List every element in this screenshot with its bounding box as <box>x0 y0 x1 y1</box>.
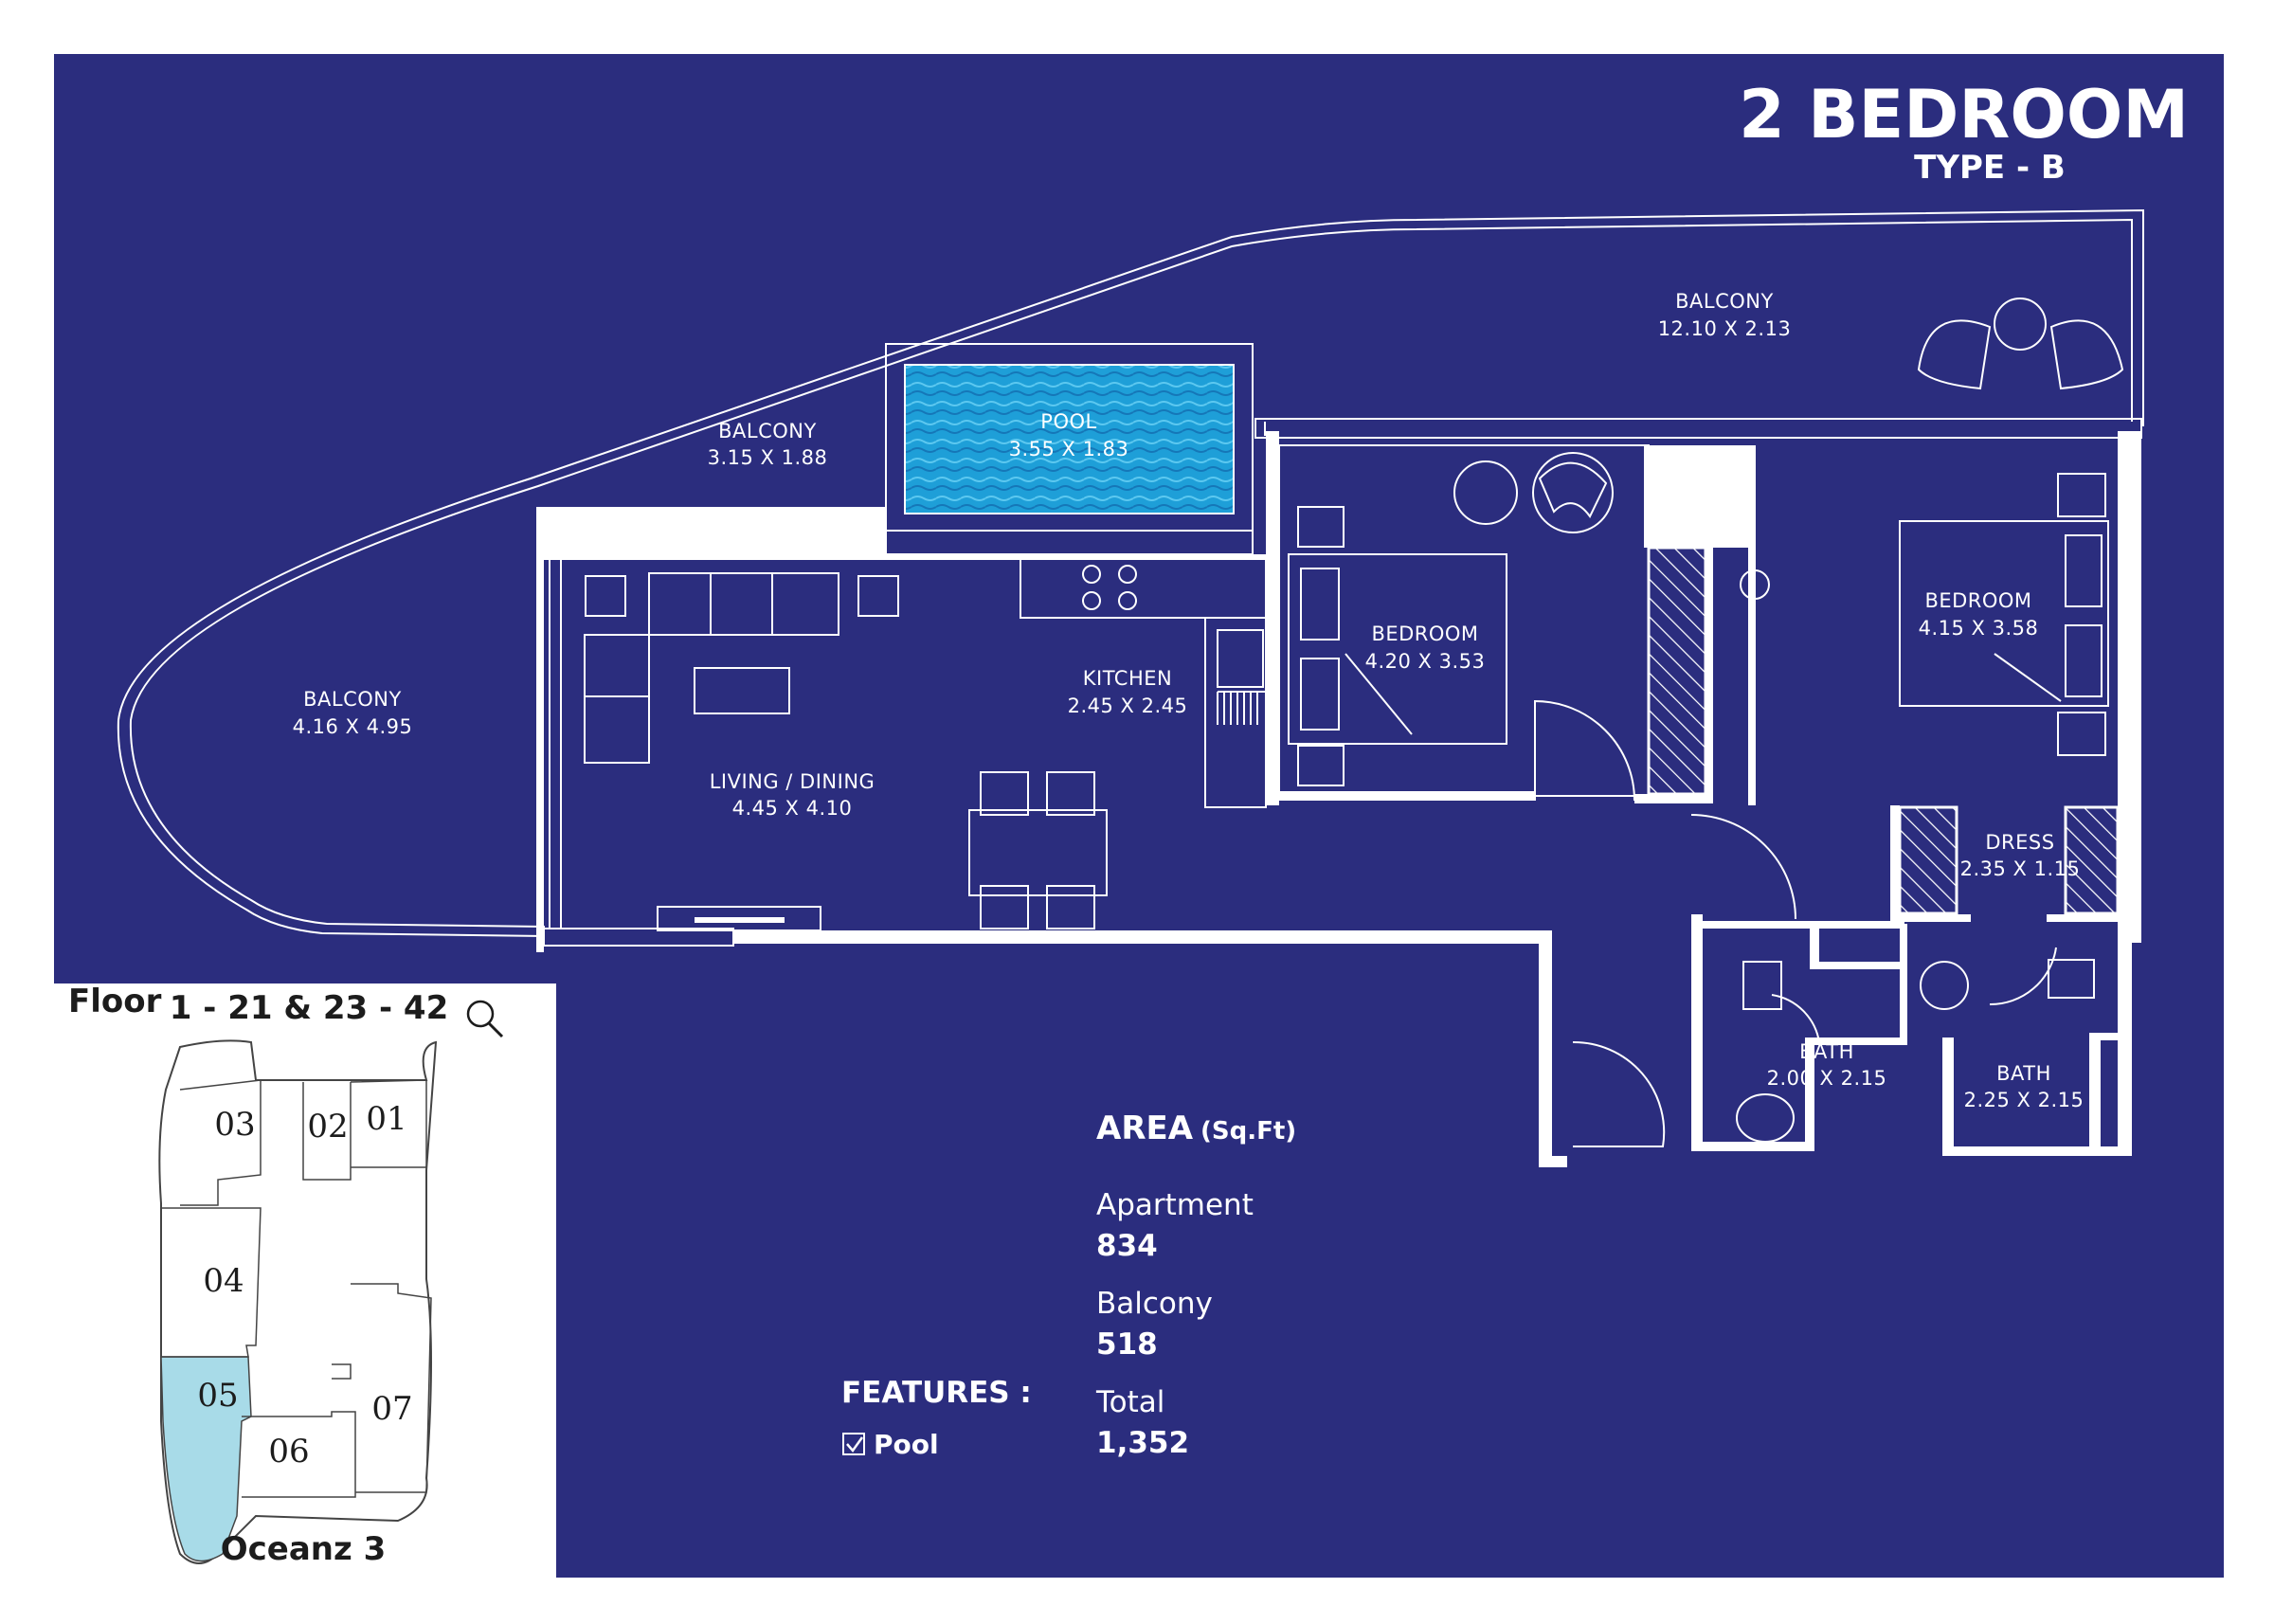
room-size-pool: 3.55 X 1.83 <box>1009 438 1129 460</box>
unit-label-03: 03 <box>214 1106 255 1144</box>
room-size-dress: 2.35 X 1.15 <box>1960 857 2081 880</box>
plan-title: 2 BEDROOM <box>1739 76 2189 153</box>
feature-item-pool: Pool <box>874 1429 939 1460</box>
key-plan: Floor 1 - 21 & 23 - 42 01 02 03 04 05 06… <box>54 983 556 1578</box>
area-summary: AREA (Sq.Ft) Apartment 834 Balcony 518 T… <box>1095 1110 1296 1460</box>
room-labels: BALCONY 4.16 X 4.95 BALCONY 3.15 X 1.88 … <box>293 290 2084 1111</box>
apartment-label: Apartment <box>1096 1188 1254 1222</box>
apartment-value: 834 <box>1096 1229 1158 1263</box>
room-size-bath2: 2.25 X 2.15 <box>1964 1089 2084 1111</box>
room-size-balcony-left: 4.16 X 4.95 <box>293 715 413 738</box>
key-floor-label: Floor <box>68 983 162 1020</box>
room-name-bath2: BATH <box>1996 1062 2051 1085</box>
unit-label-04: 04 <box>203 1262 244 1300</box>
total-value: 1,352 <box>1096 1426 1189 1460</box>
room-size-balcony-top: 12.10 X 2.13 <box>1658 317 1792 340</box>
bath-fixtures <box>1736 959 2095 1143</box>
pool-water <box>904 364 1235 514</box>
room-size-bedroom1: 4.20 X 3.53 <box>1365 650 1486 673</box>
area-unit: (Sq.Ft) <box>1200 1117 1296 1146</box>
bedroom2-furniture <box>1740 473 2109 756</box>
highlighted-unit-05 <box>160 1356 252 1562</box>
total-label: Total <box>1095 1385 1164 1419</box>
room-name-bath1: BATH <box>1799 1040 1854 1063</box>
key-floor-range: 1 - 21 & 23 - 42 <box>170 989 449 1027</box>
features-list: FEATURES : Pool <box>841 1376 1032 1460</box>
room-size-bath1: 2.00 X 2.15 <box>1767 1067 1887 1090</box>
balcony-value: 518 <box>1096 1327 1158 1362</box>
balcony-outline <box>117 208 2144 937</box>
room-size-bedroom2: 4.15 X 3.58 <box>1919 617 2039 640</box>
room-name-pool: POOL <box>1040 410 1096 433</box>
room-name-bedroom1: BEDROOM <box>1371 623 1478 645</box>
room-name-bedroom2: BEDROOM <box>1924 589 2031 612</box>
features-heading: FEATURES : <box>841 1376 1032 1410</box>
balcony-label: Balcony <box>1096 1287 1213 1321</box>
unit-label-06: 06 <box>268 1433 309 1471</box>
room-name-living: LIVING / DINING <box>710 770 875 793</box>
room-name-balcony-left: BALCONY <box>303 688 402 711</box>
exterior-walls <box>536 431 2141 1167</box>
room-size-living: 4.45 X 4.10 <box>732 797 853 820</box>
balcony-top-furniture <box>1917 298 2124 390</box>
unit-label-07: 07 <box>371 1390 412 1428</box>
room-name-balcony-top: BALCONY <box>1675 290 1774 313</box>
room-size-kitchen: 2.45 X 2.45 <box>1068 695 1188 717</box>
building-name: Oceanz 3 <box>221 1530 387 1568</box>
living-furniture <box>584 572 1108 931</box>
checkbox-icon <box>842 1433 865 1455</box>
room-size-balcony-mid: 3.15 X 1.88 <box>708 446 828 469</box>
area-heading: AREA <box>1096 1110 1194 1147</box>
unit-label-02: 02 <box>307 1108 348 1146</box>
bedroom1-furniture <box>1288 452 1614 786</box>
room-name-balcony-mid: BALCONY <box>718 420 817 442</box>
room-name-dress: DRESS <box>1985 831 2054 854</box>
unit-label-01: 01 <box>366 1100 406 1138</box>
pool-area <box>885 343 1254 555</box>
balcony-top-railing <box>1254 418 2142 439</box>
plan-subtitle: TYPE - B <box>1914 149 2066 187</box>
kitchen-fixtures <box>1020 558 1267 808</box>
door-swings <box>1534 699 2057 1147</box>
room-name-kitchen: KITCHEN <box>1083 667 1173 690</box>
unit-label-05: 05 <box>197 1377 238 1415</box>
compass-icon <box>466 1000 504 1038</box>
